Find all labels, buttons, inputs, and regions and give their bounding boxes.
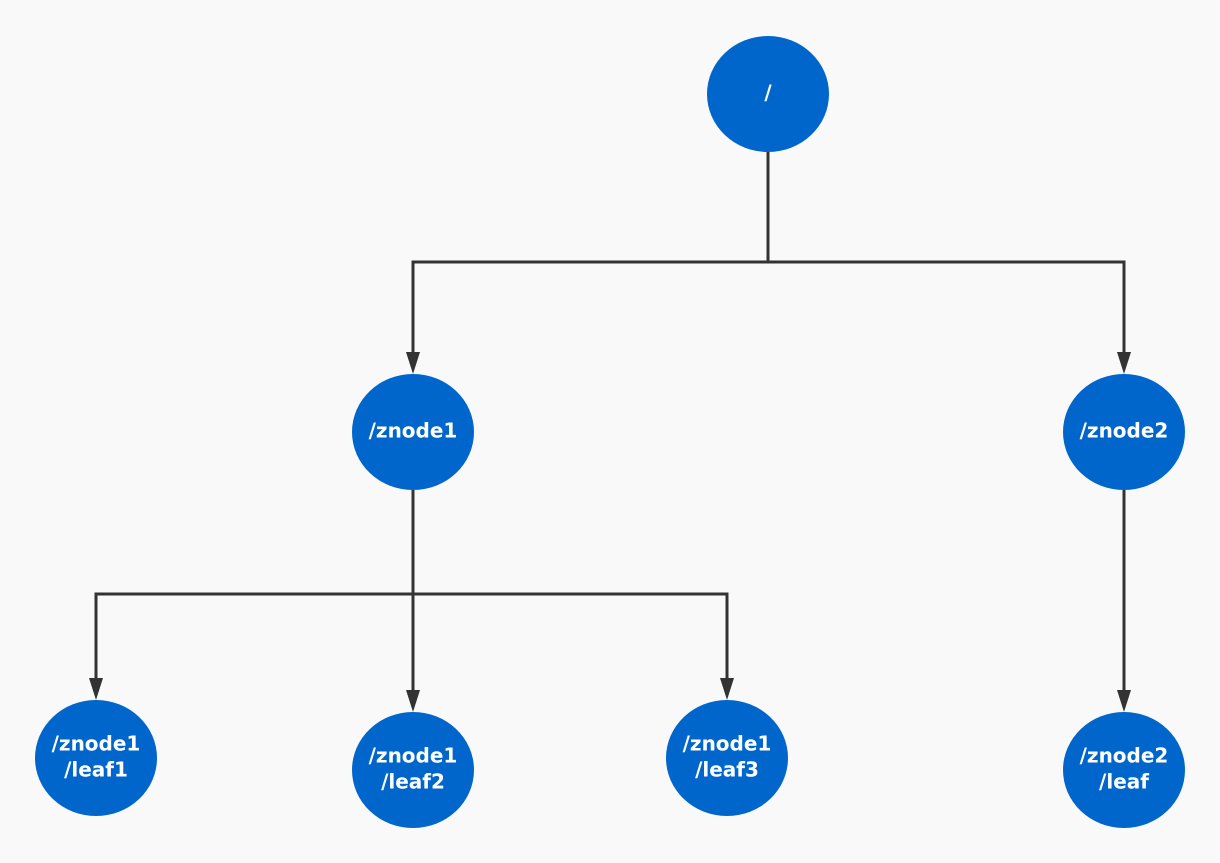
node-root: / bbox=[707, 36, 829, 152]
edge-znode1-to-znode1-leaf3 bbox=[411, 490, 729, 678]
node-circle-znode1-leaf3 bbox=[666, 700, 788, 816]
node-circle-znode1 bbox=[352, 374, 474, 490]
node-znode1-leaf3: /znode1/leaf3 bbox=[666, 700, 788, 816]
node-circle-znode1-leaf1 bbox=[35, 700, 157, 816]
arrowhead-znode1-leaf1 bbox=[89, 678, 103, 700]
node-label-znode1-leaf3-line-1: /znode1 bbox=[683, 732, 772, 756]
node-circle-root bbox=[707, 36, 829, 152]
edge-root-to-znode2 bbox=[766, 152, 1126, 352]
node-label-znode1-leaf2-line-1: /znode1 bbox=[369, 744, 458, 768]
node-label-znode1-leaf2-line-2: /leaf2 bbox=[381, 770, 445, 794]
node-znode1-leaf2: /znode1/leaf2 bbox=[352, 712, 474, 828]
edges-layer bbox=[89, 152, 1131, 712]
node-circle-znode2 bbox=[1063, 374, 1185, 490]
arrowhead-znode1-leaf3 bbox=[720, 678, 734, 700]
node-circle-znode2-leaf bbox=[1063, 712, 1185, 828]
arrowhead-znode2-leaf bbox=[1117, 690, 1131, 712]
node-znode2: /znode2 bbox=[1063, 374, 1185, 490]
node-label-znode1-leaf1-line-2: /leaf1 bbox=[64, 758, 128, 782]
node-label-znode2-line-1: /znode2 bbox=[1080, 419, 1169, 443]
node-znode2-leaf: /znode2/leaf bbox=[1063, 712, 1185, 828]
node-znode1: /znode1 bbox=[352, 374, 474, 490]
node-label-znode2-leaf-line-2: /leaf bbox=[1099, 770, 1149, 794]
edge-root-to-znode1 bbox=[411, 152, 770, 352]
node-label-znode1-line-1: /znode1 bbox=[369, 419, 458, 443]
arrowhead-znode1 bbox=[406, 352, 420, 374]
nodes-layer: / /znode1/znode2/znode1/leaf1/znode1/leaf… bbox=[35, 36, 1185, 828]
arrowhead-znode2 bbox=[1117, 352, 1131, 374]
edge-znode1-to-znode1-leaf1 bbox=[94, 490, 415, 678]
node-label-znode1-leaf3-line-2: /leaf3 bbox=[695, 758, 759, 782]
node-label-root-line-1: / bbox=[764, 81, 772, 105]
node-circle-znode1-leaf2 bbox=[352, 712, 474, 828]
arrowhead-znode1-leaf2 bbox=[406, 690, 420, 712]
node-znode1-leaf1: /znode1/leaf1 bbox=[35, 700, 157, 816]
node-label-znode2-leaf-line-1: /znode2 bbox=[1080, 744, 1169, 768]
node-label-znode1-leaf1-line-1: /znode1 bbox=[52, 732, 141, 756]
